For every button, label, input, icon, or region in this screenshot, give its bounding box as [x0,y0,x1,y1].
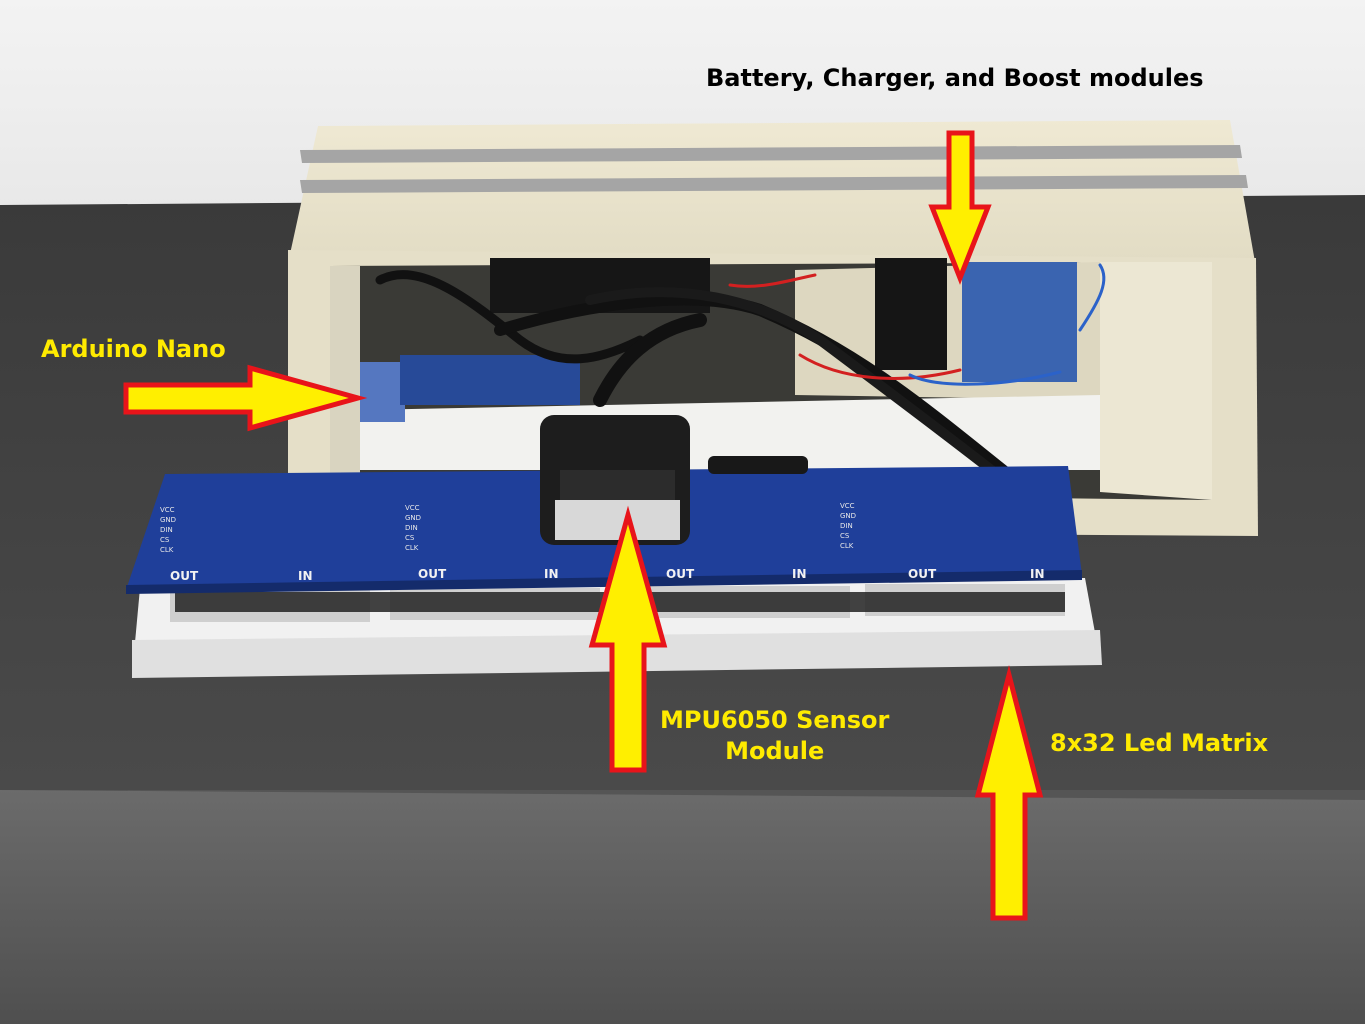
label-mpu6050: MPU6050 Sensor Module [660,705,889,767]
pcb-out-4: OUT [908,567,937,581]
label-mpu6050-line1: MPU6050 Sensor [660,706,890,734]
pcb-pin-label: GND [840,512,856,520]
pcb-in-1: IN [298,569,313,583]
pcb-out-3: OUT [666,567,695,581]
pcb-markings: OUT IN OUT IN OUT IN OUT IN [170,567,1045,583]
wires [375,263,1106,525]
label-arduino-nano: Arduino Nano [41,335,226,363]
pcb-out-1: OUT [170,569,199,583]
pcb-pin-label: GND [160,516,176,524]
pcb-pin-label: DIN [840,522,853,530]
pcb-pin-label: CLK [405,544,419,552]
pcb-pin-label: GND [405,514,421,522]
table-front [0,790,1365,1024]
pcb-pin-label: VCC [405,504,420,512]
pcb-pin-label: VCC [160,506,175,514]
arrow-mpu-icon [588,505,668,773]
pcb-pin-label: CLK [160,546,174,554]
pcb-pin-label: DIN [405,524,418,532]
pcb-pin-label: CS [840,532,850,540]
pcb-in-3: IN [792,567,807,581]
pcb-pin-label: CS [405,534,415,542]
pcb-pin-label: CS [160,536,170,544]
label-led-matrix: 8x32 Led Matrix [1050,729,1269,757]
pcb-pin-label: VCC [840,502,855,510]
black-spacer [708,456,808,474]
pcb-in-4: IN [1030,567,1045,581]
arrow-arduino-icon [123,364,368,432]
label-battery-modules: Battery, Charger, and Boost modules [706,64,1204,92]
pcb-in-2: IN [544,567,559,581]
pcb-out-2: OUT [418,567,447,581]
label-mpu6050-line2: Module [725,737,825,765]
arrow-led-matrix-icon [974,665,1044,921]
pcb-pin-label: CLK [840,542,854,550]
mpu6050-module [540,415,690,545]
arrow-battery-icon [928,130,992,285]
pcb-pin-label: DIN [160,526,173,534]
